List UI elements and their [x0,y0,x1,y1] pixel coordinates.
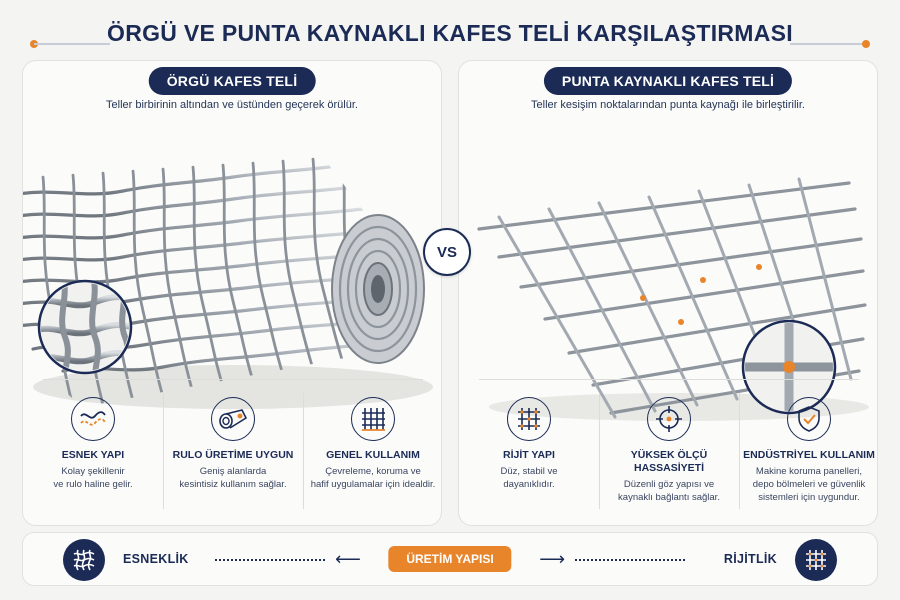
feature-desc: Çevreleme, koruma ve hafif uygulamalar i… [310,466,436,490]
welded-mesh-panel: PUNTA KAYNAKLI KAFES TELİ Teller kesişim… [458,60,878,526]
vs-badge: VS [423,228,471,276]
crosshair-icon [647,397,691,441]
feature-title: GENEL KULLANIM [326,449,420,461]
woven-mesh-heading: ÖRGÜ KAFES TELİ [148,67,316,95]
arrow-right-icon: ⟶ [539,549,565,569]
feature-desc: Kolay şekillenir ve rulo haline gelir. [53,466,133,490]
arrow-left-icon: ⟵ [335,549,361,569]
feature-desc: Makine koruma panelleri, depo bölmeleri … [752,466,866,503]
feature-desc: Düzenli göz yapısı ve kaynaklı bağlantı … [618,479,720,503]
feature-title: ENDÜSTRİYEL KULLANIM [743,449,875,461]
wave-icon [71,397,115,441]
rigidity-label: RİJİTLİK [723,552,777,566]
welded-mesh-heading: PUNTA KAYNAKLI KAFES TELİ [543,67,793,95]
dotted-line-left [215,559,325,561]
production-structure-label: ÜRETİM YAPISI [388,546,512,572]
feature-flexible: ESNEK YAPI Kolay şekillenir ve rulo hali… [23,383,163,523]
feature-desc: Geniş alanlarda kesintisiz kullanım sağl… [179,466,287,490]
feature-industrial-use: ENDÜSTRİYEL KULLANIM Makine koruma panel… [739,383,879,523]
welded-mesh-panel-illustration [477,177,869,421]
feature-desc: Düz, stabil ve dayanıklıdır. [500,466,558,490]
feature-title: RULO ÜRETİME UYGUN [172,449,294,461]
fence-icon [351,397,395,441]
feature-precision: YÜKSEK ÖLÇÜ HASSASİYETİ Düzenli göz yapı… [599,383,739,523]
feature-rigid: RİJİT YAPI Düz, stabil ve dayanıklıdır. [459,383,599,523]
panel-divider [43,379,423,380]
title-row: ÖRGÜ VE PUNTA KAYNAKLI KAFES TELİ KARŞIL… [0,12,900,52]
grid-icon [507,397,551,441]
woven-mesh-panel: ÖRGÜ KAFES TELİ Teller birbirinin altınd… [22,60,442,526]
roll-icon [211,397,255,441]
title-dot-right [862,40,870,48]
flexibility-label: ESNEKLİK [123,552,189,566]
feature-title: RİJİT YAPI [503,449,555,461]
woven-mesh-icon [63,539,105,581]
feature-title: ESNEK YAPI [61,449,125,461]
feature-title: YÜKSEK ÖLÇÜ HASSASİYETİ [630,449,708,474]
dotted-line-right [575,559,685,561]
welded-mesh-subtitle: Teller kesişim noktalarından punta kayna… [531,99,805,111]
title-line-left [34,43,110,45]
comparison-scale-bar: ESNEKLİK ⟵ ÜRETİM YAPISI ⟶ RİJİTLİK [22,532,878,586]
panel-divider [479,379,859,380]
page-title: ÖRGÜ VE PUNTA KAYNAKLI KAFES TELİ KARŞIL… [107,19,793,46]
woven-mesh-roll-illustration [23,157,433,409]
title-line-right [790,43,866,45]
woven-mesh-features: ESNEK YAPI Kolay şekillenir ve rulo hali… [23,383,443,523]
shield-check-icon [787,397,831,441]
welded-mesh-features: RİJİT YAPI Düz, stabil ve dayanıklıdır. … [459,383,879,523]
woven-mesh-subtitle: Teller birbirinin altından ve üstünden g… [106,99,358,111]
feature-general-use: GENEL KULLANIM Çevreleme, koruma ve hafi… [303,383,443,523]
welded-grid-icon [795,539,837,581]
feature-roll-production: RULO ÜRETİME UYGUN Geniş alanlarda kesin… [163,383,303,523]
